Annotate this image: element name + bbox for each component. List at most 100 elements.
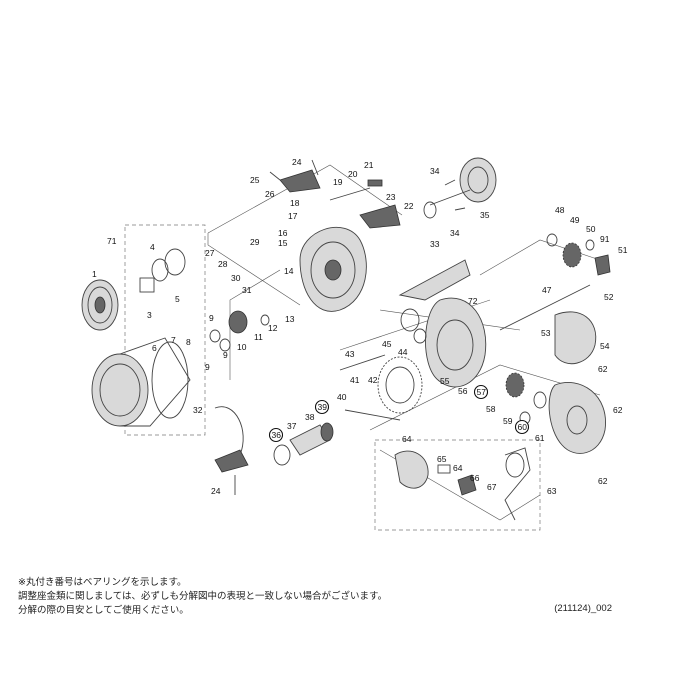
label-40: 40 [337,392,347,402]
label-54: 54 [600,341,610,351]
label-33: 33 [430,239,440,249]
label-30: 30 [231,273,241,283]
label-32: 32 [193,405,203,415]
label-55: 55 [440,376,450,386]
label-18: 18 [290,198,300,208]
label-71: 71 [107,236,117,246]
bearing-labels: 36 39 57 60 [268,384,530,443]
label-4: 4 [150,242,155,252]
label-10: 10 [237,342,247,352]
label-62b: 62 [613,405,623,415]
label-24b: 24 [211,486,221,496]
part-labels: 1 3 4 5 6 7 8 9 9 9 10 11 12 13 14 15 16… [92,157,628,496]
label-3: 3 [147,310,152,320]
label-52: 52 [604,292,614,302]
label-17: 17 [288,211,298,221]
handle-group-box [374,439,541,531]
label-53: 53 [541,328,551,338]
label-7: 7 [171,335,176,345]
label-36: 36 [272,430,282,440]
label-60: 60 [518,422,528,432]
label-67: 67 [487,482,497,492]
label-45: 45 [382,339,392,349]
label-37: 37 [287,421,297,431]
label-20: 20 [348,169,358,179]
document-code: (211124)_002 [554,603,612,614]
label-38: 38 [305,412,315,422]
spool-group-box [124,224,206,436]
spool [91,337,191,427]
oscillation-gears [209,310,270,352]
label-13: 13 [285,314,295,324]
label-42: 42 [368,375,378,385]
label-22: 22 [404,201,414,211]
label-62c: 62 [598,476,608,486]
bearing-circle-57 [473,384,489,400]
label-66: 66 [470,473,480,483]
label-34b: 34 [450,228,460,238]
label-91: 91 [600,234,610,244]
label-62a: 62 [598,364,608,374]
note-washer: 調整座金類に関しましては、必ずしも分解図中の表現と一致しない場合がございます。 [18,591,388,602]
label-49: 49 [570,215,580,225]
label-9c: 9 [223,350,228,360]
drag-knob [81,279,119,331]
label-41: 41 [350,375,360,385]
bearing-circle-39 [314,399,330,415]
label-15: 15 [278,238,288,248]
label-61: 61 [535,433,545,443]
label-14: 14 [284,266,294,276]
line-roller [423,157,497,219]
label-11: 11 [254,332,263,342]
handle-assembly [394,447,531,521]
label-5: 5 [175,294,180,304]
drag-washers [139,248,186,293]
label-50: 50 [586,224,596,234]
label-57: 57 [477,387,487,397]
label-65: 65 [437,454,447,464]
label-31: 31 [242,285,252,295]
label-21: 21 [364,160,374,170]
label-64b: 64 [453,463,463,473]
label-23: 23 [386,192,396,202]
label-9a: 9 [209,313,214,323]
label-58: 58 [486,404,496,414]
label-9b: 9 [205,362,210,372]
bail-spring-wire [214,406,244,456]
label-34a: 34 [430,166,440,176]
label-16: 16 [278,228,288,238]
label-12: 12 [268,323,278,333]
bearing-circle-60 [514,419,530,435]
label-27: 27 [205,248,215,258]
bearing-circle-36 [268,427,284,443]
label-43: 43 [345,349,355,359]
label-25: 25 [250,175,260,185]
bail-parts [269,159,401,229]
label-59: 59 [503,416,513,426]
label-39: 39 [318,402,328,412]
label-64a: 64 [402,434,412,444]
label-19: 19 [333,177,343,187]
bottom-cap [214,449,249,495]
label-51: 51 [618,245,628,255]
stopper-assembly [499,233,611,365]
label-47: 47 [542,285,552,295]
label-63: 63 [547,486,557,496]
note-guideline: 分解の際の目安としてご使用ください。 [18,605,189,616]
label-28: 28 [218,259,228,269]
label-24a: 24 [292,157,302,167]
label-8: 8 [186,337,191,347]
label-29: 29 [250,237,260,247]
label-35: 35 [480,210,490,220]
label-44: 44 [398,347,408,357]
label-26: 26 [265,189,275,199]
label-1: 1 [92,269,97,279]
label-48: 48 [555,205,565,215]
note-bearing: ※丸付き番号はベアリングを示します。 [18,577,187,588]
label-56: 56 [458,386,468,396]
label-72: 72 [468,296,478,306]
main-gear [339,354,423,421]
reel-body [398,259,487,388]
rear-body [505,372,606,454]
